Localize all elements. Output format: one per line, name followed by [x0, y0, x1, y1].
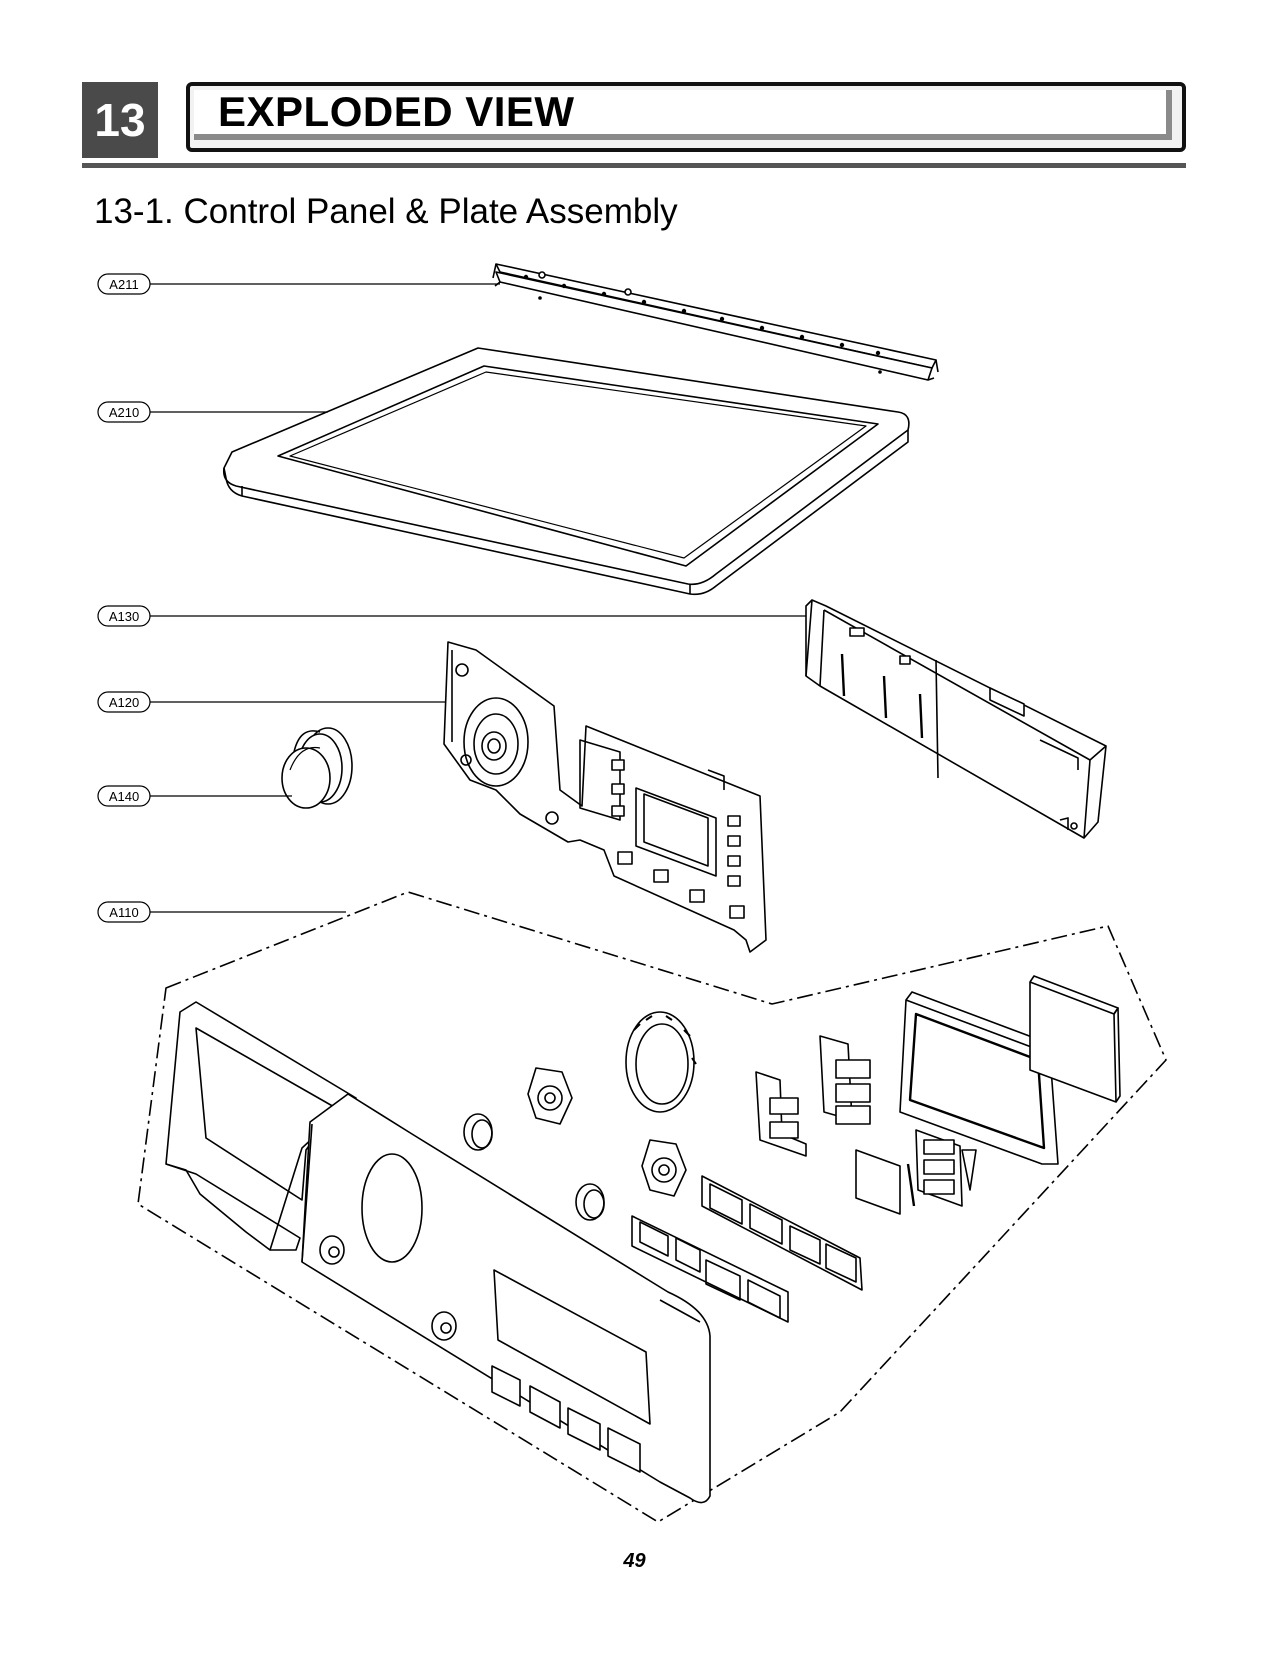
button-holder-part [755, 1035, 977, 1215]
callout-a211: A211 [109, 277, 138, 292]
callout-a120: A120 [109, 695, 139, 710]
callout-a110: A110 [109, 905, 138, 920]
front-panel-part [165, 1001, 711, 1504]
callout-bubbles [97, 273, 151, 923]
section-divider [82, 163, 1186, 168]
display-filter-part [1029, 975, 1121, 1103]
callout-a140: A140 [109, 789, 139, 804]
button-strip-part [631, 1175, 863, 1323]
section-title-frame: EXPLODED VIEW [194, 88, 1172, 140]
encoder-switch-part [527, 1067, 687, 1197]
control-frame-part [443, 641, 767, 953]
section-title: EXPLODED VIEW [218, 88, 575, 135]
dial-ring-part [625, 1011, 697, 1113]
bracket-bar-part [492, 263, 939, 381]
page-number: 49 [623, 1550, 646, 1572]
leader-lines [150, 283, 806, 913]
callout-a210: A210 [109, 405, 139, 420]
section-number: 13 [82, 82, 158, 158]
callout-a130: A130 [109, 609, 139, 624]
rear-cover-part [805, 599, 1107, 839]
page-subtitle: 13-1. Control Panel & Plate Assembly [94, 192, 678, 231]
knob-part [281, 727, 353, 809]
top-plate-part [222, 347, 910, 596]
assembly-group-outline [137, 891, 1167, 1523]
section-title-box: EXPLODED VIEW [186, 82, 1186, 152]
knob-ring-part [463, 1113, 605, 1221]
